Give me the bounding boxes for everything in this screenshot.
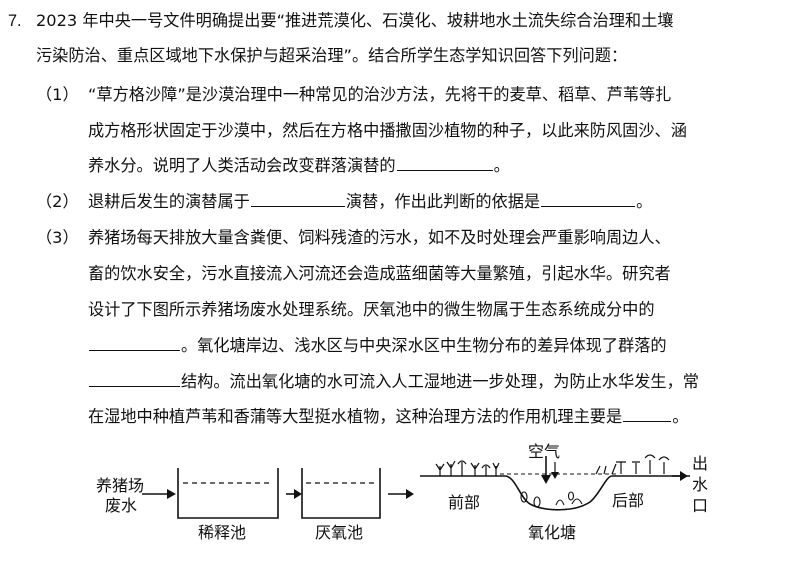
arrow-to-anaerobic	[286, 489, 302, 499]
part-2-text-middle: 演替，作出此判断的依据是	[345, 192, 541, 211]
part-3-line-2: 畜的饮水安全，污水直接流入河流还会造成蓝细菌等大量繁殖，引起水华。研究者	[88, 264, 671, 283]
part-3-line-6-text: 在湿地中种植芦苇和香蒲等大型挺水植物，这种治理方法的作用机理主要是	[88, 407, 623, 426]
part-1-line-3-end: 。	[493, 156, 510, 175]
part-3-line-3: 设计了下图所示养猪场废水处理系统。厌氧池中的微生物属于生态系统成分中的	[88, 300, 655, 319]
anaerobic-pool	[301, 468, 381, 519]
part-2-label: （2）	[36, 192, 79, 211]
oxidation-pond	[420, 473, 690, 511]
arrow-to-oxidation-pond	[388, 489, 414, 499]
part-1-line-3-text: 养水分。说明了人类活动会改变群落演替的	[88, 156, 396, 175]
air-arrows	[541, 456, 559, 484]
answer-blank-5[interactable]	[89, 385, 180, 387]
anaerobic-pool-label: 厌氧池	[315, 523, 364, 542]
part-3-line-4-text: 。氧化塘岸边、浅水区与中央深水区中生物分布的差异体现了群落的	[181, 336, 667, 355]
part-3-line-5-text: 结构。流出氧化塘的水可流入人工湿地进一步处理，为防止水华发生，常	[181, 372, 699, 391]
part-3-label: （3）	[36, 228, 79, 247]
part-1-line-1: “草方格沙障”是沙漠治理中一种常见的治沙方法，先将干的麦草、稻草、芦苇等扎	[88, 85, 672, 104]
rear-label: 后部	[612, 491, 645, 510]
submerged-plants-icon	[520, 491, 583, 508]
dilution-pool	[177, 468, 279, 519]
question-number: 7.	[8, 12, 22, 30]
front-label: 前部	[448, 493, 481, 512]
source-label-2: 废水	[105, 496, 138, 515]
part-2-line: 退耕后发生的演替属于 演替，作出此判断的依据是 。	[88, 192, 653, 211]
answer-blank-1[interactable]	[396, 169, 493, 171]
front-plants-icon	[435, 460, 500, 476]
dilution-pool-label: 稀释池	[198, 523, 247, 542]
part-1-line-3: 养水分。说明了人类活动会改变群落演替的 。	[88, 156, 510, 175]
question-intro-line-2: 污染防治、重点区域地下水保护与超采治理”。结合所学生态学知识回答下列问题：	[36, 46, 628, 65]
part-2-text-after: 。	[636, 192, 653, 211]
outlet-label-2: 水	[692, 475, 709, 494]
answer-blank-2[interactable]	[250, 205, 345, 207]
answer-blank-6[interactable]	[623, 420, 672, 422]
answer-blank-3[interactable]	[541, 205, 636, 207]
arrow-to-dilution	[142, 489, 176, 499]
part-3-line-4: 。氧化塘岸边、浅水区与中央深水区中生物分布的差异体现了群落的	[88, 336, 667, 355]
part-3-line-5: 结构。流出氧化塘的水可流入人工湿地进一步处理，为防止水华发生，常	[88, 372, 699, 391]
question-intro-line-1: 2023 年中央一号文件明确提出要“推进荒漠化、石漠化、坡耕地水土流失综合治理和…	[36, 11, 674, 30]
answer-blank-4[interactable]	[89, 349, 180, 351]
part-3-line-1: 养猪场每天排放大量含粪便、饲料残渣的污水，如不及时处理会严重影响周边人、	[88, 228, 671, 247]
rear-plants-icon	[595, 454, 670, 475]
oxidation-pond-label: 氧化塘	[528, 523, 577, 542]
outlet-label-3: 口	[692, 496, 709, 515]
outlet-label-1: 出	[692, 454, 709, 473]
outlet-arrow	[672, 471, 688, 481]
part-3-line-6: 在湿地中种植芦苇和香蒲等大型挺水植物，这种治理方法的作用机理主要是 。	[88, 407, 689, 426]
air-label: 空气	[528, 442, 561, 461]
part-1-line-2: 成方格形状固定于沙漠中，然后在方格中播撒固沙植物的种子，以此来防风固沙、涵	[88, 121, 687, 140]
source-label-1: 养猪场	[96, 476, 145, 495]
part-3-line-6-end: 。	[672, 407, 689, 426]
part-1-label: （1）	[36, 85, 79, 104]
part-2-text-before: 退耕后发生的演替属于	[88, 192, 250, 211]
